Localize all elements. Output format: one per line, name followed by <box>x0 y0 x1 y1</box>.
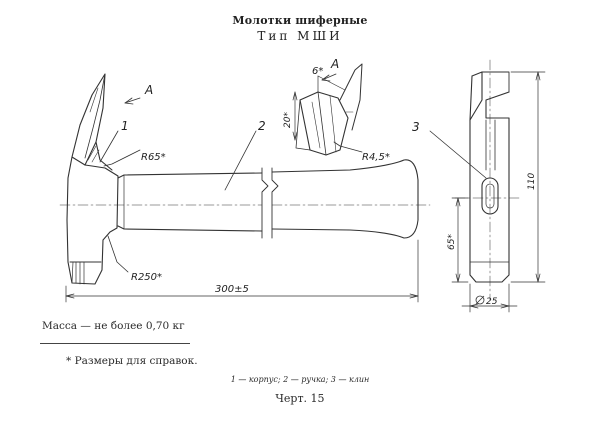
dimension-65-label: 65* <box>447 234 457 250</box>
hammer-handle <box>59 159 431 239</box>
hammer-head-side-view <box>66 73 119 285</box>
diameter-symbol-stroke <box>475 295 485 305</box>
diameter-symbol <box>475 295 485 305</box>
dimension-length-label: 300±5 <box>215 284 249 295</box>
detail-view-a-label: А <box>330 57 339 71</box>
radius-r250-label: R250* <box>131 272 162 283</box>
callout-3-label: 3 <box>412 120 420 134</box>
footnote: * Размеры для справок. <box>66 355 198 367</box>
divider <box>40 343 190 344</box>
detail-view-a <box>295 63 363 156</box>
drawing-subtitle: Тип МШИ <box>257 29 343 43</box>
parts-legend: 1 — корпус; 2 — ручка; 3 — клин <box>230 375 370 384</box>
mass-note: Масса — не более 0,70 кг <box>42 320 185 332</box>
leader-lines <box>99 73 487 273</box>
dimension-lines <box>65 71 546 313</box>
callout-2-label: 2 <box>258 119 266 133</box>
dimension-25-label: 25 <box>486 297 498 307</box>
view-a-label: А <box>144 83 153 97</box>
drawing-title: Молотки шиферные <box>232 14 368 27</box>
hammer-front-view <box>454 59 521 301</box>
dimension-6-label: 6* <box>312 66 323 77</box>
dimension-110-label: 110 <box>527 173 537 190</box>
dimension-20-label: 20* <box>283 112 293 128</box>
figure-label: Черт. 15 <box>275 392 325 405</box>
radius-r45-label: R4,5* <box>362 152 390 163</box>
radius-r65-label: R65* <box>141 152 166 163</box>
callout-1-label: 1 <box>121 119 129 133</box>
